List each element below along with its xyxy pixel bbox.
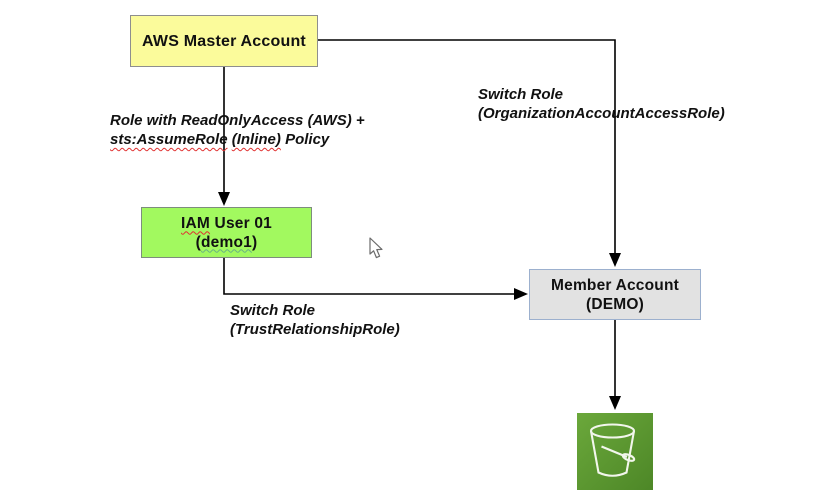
edge-label-part: sts:AssumeRole [110, 131, 228, 148]
arrowhead-down-icon [218, 192, 230, 206]
node-label-part: IAM [181, 214, 211, 232]
s3-bucket-glyph [589, 423, 636, 477]
node-label-part: ) [251, 233, 258, 251]
edge-label-line2: sts:AssumeRole (Inline) Policy [110, 130, 365, 149]
edge-line [223, 258, 514, 295]
arrowhead-right-icon [514, 288, 528, 300]
edge-label-switch-role-org: Switch Role (OrganizationAccountAccessRo… [478, 85, 725, 123]
edge-label-line2: (OrganizationAccountAccessRole) [478, 105, 725, 122]
node-aws-master-account: AWS Master Account [130, 15, 318, 67]
edge-label-part: Policy [285, 131, 330, 148]
mouse-pointer-icon [369, 237, 383, 259]
edge-label-part: (Inline) [231, 131, 281, 148]
node-label-part: demo1 [201, 233, 252, 251]
edge-label-role-policy: Role with ReadOnlyAccess (AWS) + sts:Ass… [110, 111, 365, 149]
node-label: AWS Master Account [142, 32, 306, 50]
edge-label-line2: (TrustRelationshipRole) [230, 321, 400, 338]
edge-member-to-s3 [609, 320, 621, 410]
edge-master-to-member [318, 39, 621, 267]
node-label-line1: IAM User 01 [181, 214, 272, 233]
arrowhead-down-icon [609, 396, 621, 410]
node-label-line2: (DEMO) [585, 295, 645, 313]
cursor-shape [369, 237, 383, 259]
node-label-line2: (demo1) [196, 233, 258, 252]
edge-master-to-iam [218, 67, 230, 206]
edge-line [318, 39, 616, 253]
bucket-rim [589, 423, 636, 439]
bucket-handle-loop [621, 453, 636, 462]
bucket-body [589, 430, 636, 477]
node-label-part: User 01 [214, 214, 272, 232]
s3-bucket-icon [577, 413, 653, 490]
arrowhead-down-icon [609, 253, 621, 267]
node-iam-user: IAM User 01 (demo1) [141, 207, 312, 258]
edge-label-line1: Role with ReadOnlyAccess (AWS) + [110, 112, 365, 129]
node-label-part: ( [195, 233, 202, 251]
edge-label-switch-role-trust: Switch Role (TrustRelationshipRole) [230, 301, 400, 339]
edge-label-line1: Switch Role [478, 86, 564, 103]
node-label-line1: Member Account [551, 276, 679, 294]
edge-label-line1: Switch Role [230, 302, 316, 319]
node-member-account: Member Account (DEMO) [529, 269, 701, 320]
edge-iam-to-member [223, 258, 528, 300]
